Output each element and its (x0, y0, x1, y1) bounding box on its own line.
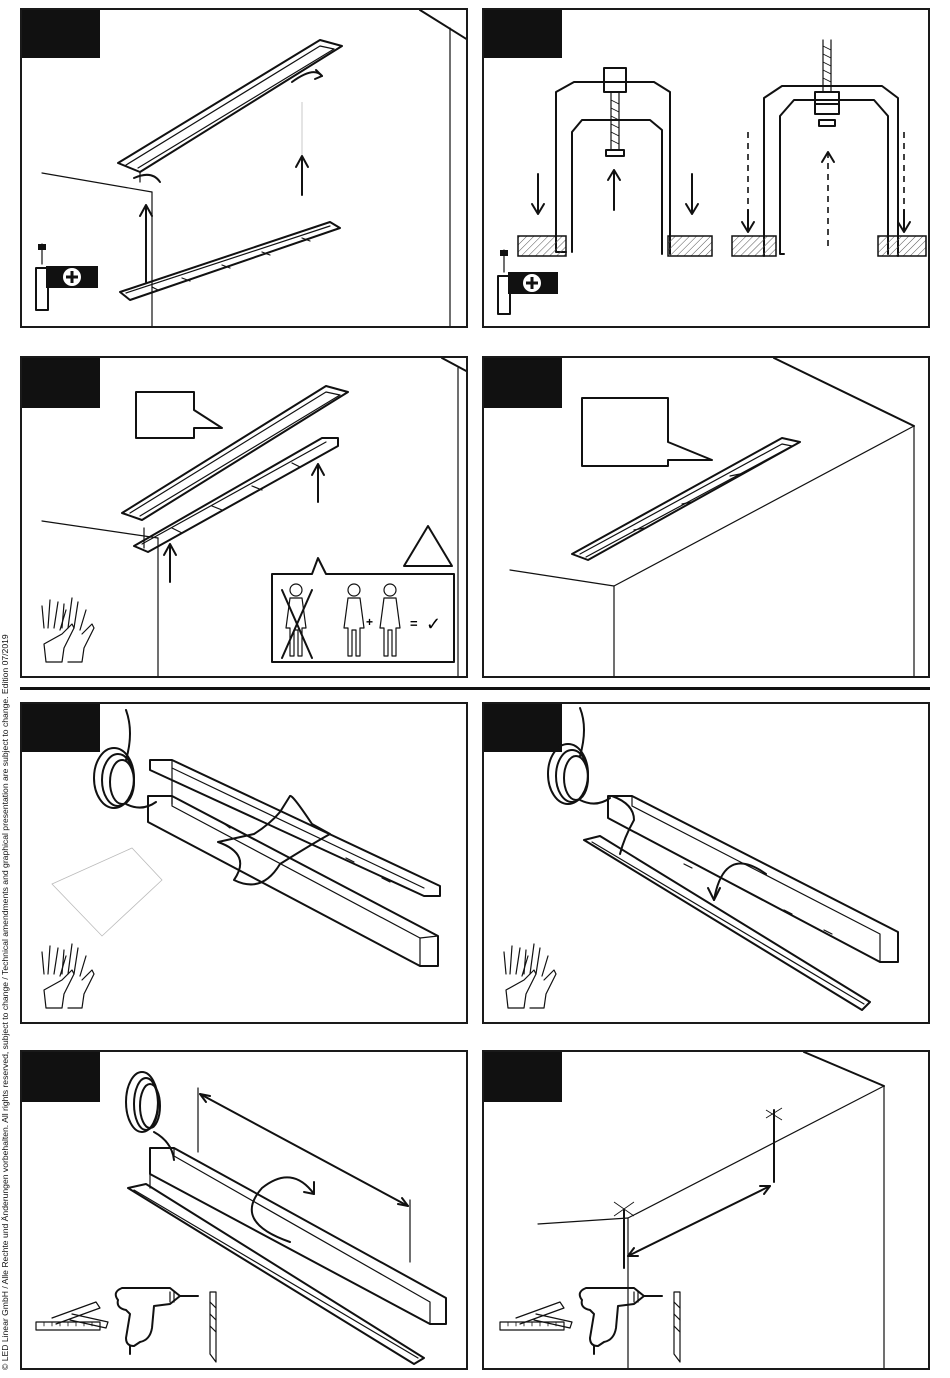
person-icon (380, 584, 400, 656)
bolt-icon (604, 68, 626, 156)
speech-bubble-icon (582, 398, 712, 466)
gloves-icon (42, 598, 94, 662)
step-panel-5 (20, 702, 468, 1024)
warning-triangle-icon (404, 526, 452, 566)
person-icon (344, 584, 364, 656)
step-panel-6 (482, 702, 930, 1024)
cable-coil-icon (94, 710, 156, 808)
checkmark-icon: ✓ (426, 614, 441, 634)
step-panel-2 (482, 8, 930, 328)
folding-ruler-icon (500, 1302, 572, 1330)
cable-coil-icon (548, 708, 610, 804)
bolt-icon (815, 40, 839, 126)
step-panel-8 (482, 1050, 930, 1370)
step-panel-3: + = ✓ (20, 356, 468, 678)
person-icon (282, 584, 312, 658)
step-7-illustration (22, 1052, 468, 1370)
step-panel-7 (20, 1050, 468, 1370)
step-panel-4 (482, 356, 930, 678)
step-4-illustration (484, 358, 930, 678)
step-1-illustration (22, 10, 468, 328)
gloves-icon (42, 944, 94, 1008)
drill-icon (580, 1288, 662, 1354)
step-3-illustration: + = ✓ (22, 358, 468, 678)
step-5-illustration (22, 704, 468, 1024)
rotate-arrow-icon (252, 1177, 314, 1242)
folding-ruler-icon (36, 1302, 108, 1330)
cable-coil-icon (126, 1072, 174, 1160)
drill-bit-icon (674, 1292, 680, 1362)
drill-bit-icon (210, 1292, 216, 1362)
step-2-illustration (484, 10, 930, 328)
plus-sign: + (366, 615, 373, 629)
step-6-illustration (484, 704, 930, 1024)
rotate-arrow-icon (714, 864, 766, 900)
equals-sign: = (410, 616, 418, 631)
copyright-notice: © LED Linear GmbH / Alle Rechte und Ände… (0, 680, 12, 1370)
drill-icon (116, 1288, 198, 1354)
gloves-icon (504, 944, 556, 1008)
section-divider (20, 687, 930, 690)
step-8-illustration (484, 1052, 930, 1370)
step-panel-1 (20, 8, 468, 328)
speech-bubble-icon (136, 392, 222, 438)
